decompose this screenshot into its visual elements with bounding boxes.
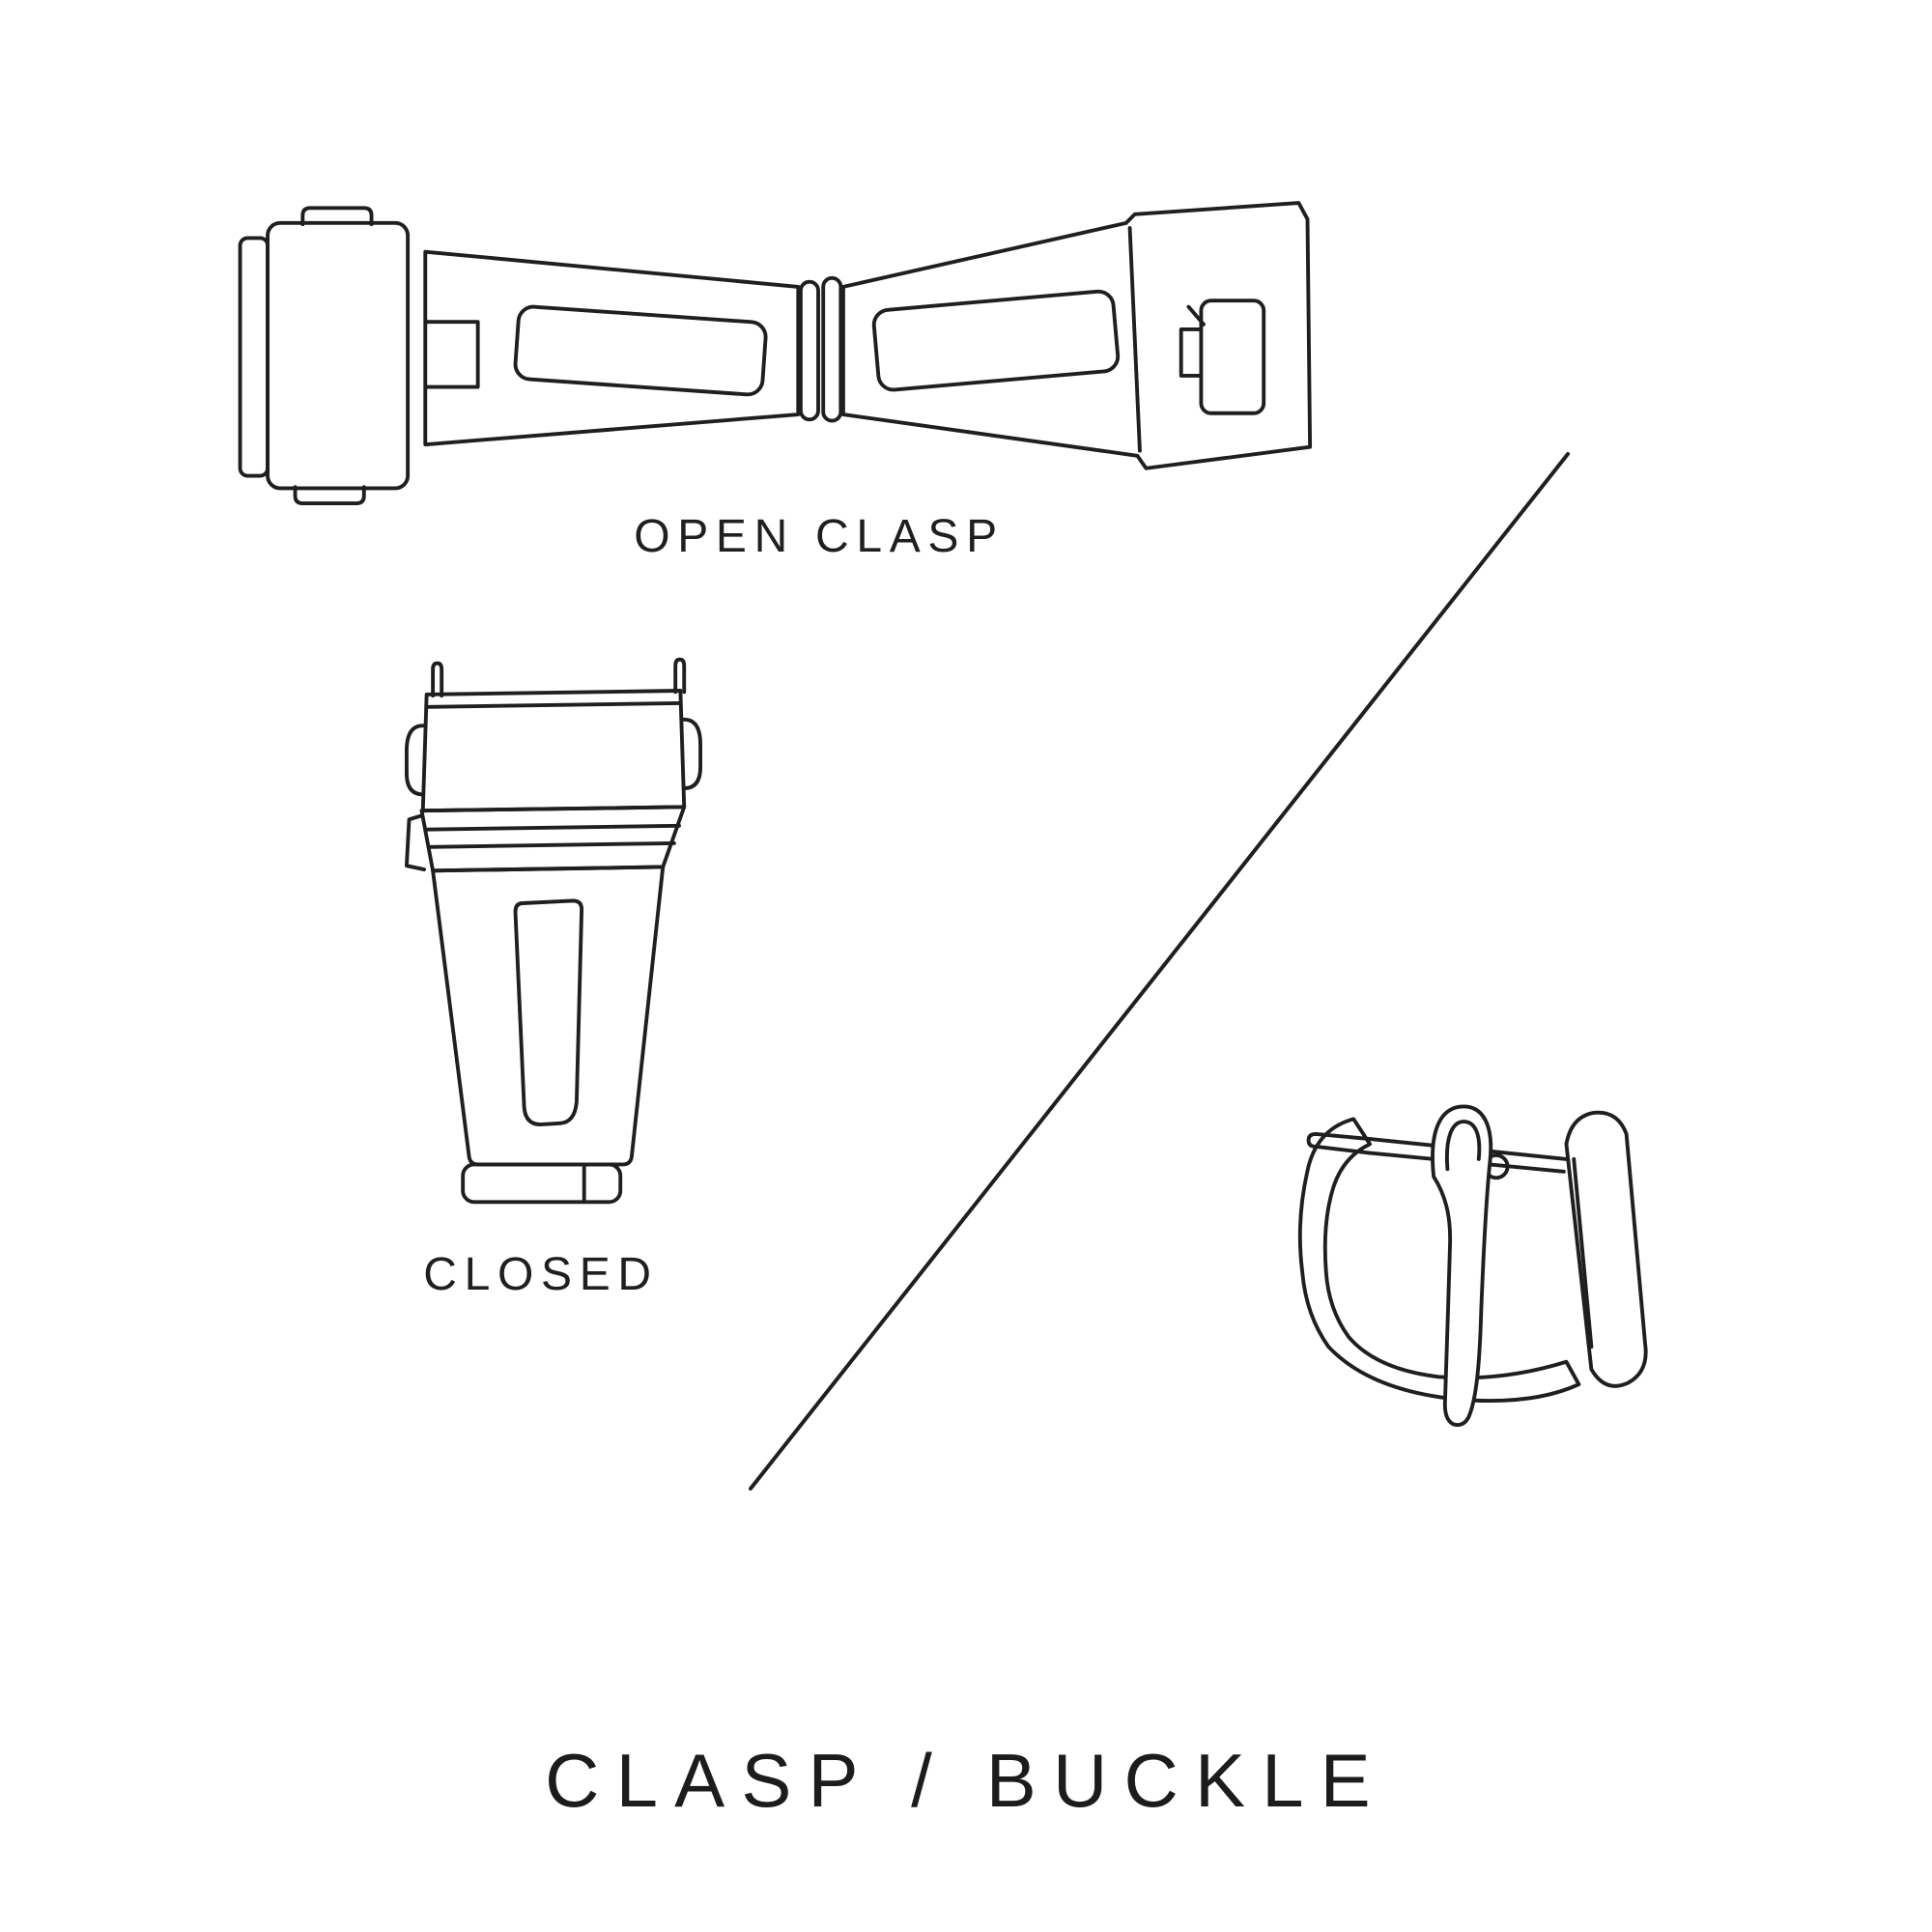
diagram-title: CLASP / BUCKLE [545, 1738, 1387, 1823]
closed-clasp-foot [461, 1162, 623, 1205]
closed-clasp-cover [405, 689, 702, 813]
closed-clasp-prongs [431, 657, 687, 698]
closed-clasp-body [431, 865, 666, 1167]
open-clasp-right-blade [840, 201, 1313, 470]
closed-clasp-illustration [394, 657, 713, 1213]
buckle-tongue [1431, 1104, 1493, 1427]
pin-buckle-drawing [1297, 1104, 1648, 1427]
closed-clasp-band [405, 805, 687, 873]
buckle-frame [1297, 1117, 1581, 1404]
open-clasp-left-blade [423, 249, 801, 447]
buckle-right-bar [1564, 1110, 1648, 1388]
closed-clasp-drawing [405, 657, 702, 1205]
closed-clasp-label: CLOSED [423, 1249, 659, 1300]
pin-buckle-illustration [1251, 1096, 1670, 1435]
open-clasp-drawing [238, 201, 1313, 505]
open-clasp-left-block [238, 206, 411, 505]
open-clasp-hinge [798, 275, 843, 423]
open-clasp-label: OPEN CLASP [634, 511, 1005, 562]
open-clasp-illustration [225, 182, 1314, 507]
